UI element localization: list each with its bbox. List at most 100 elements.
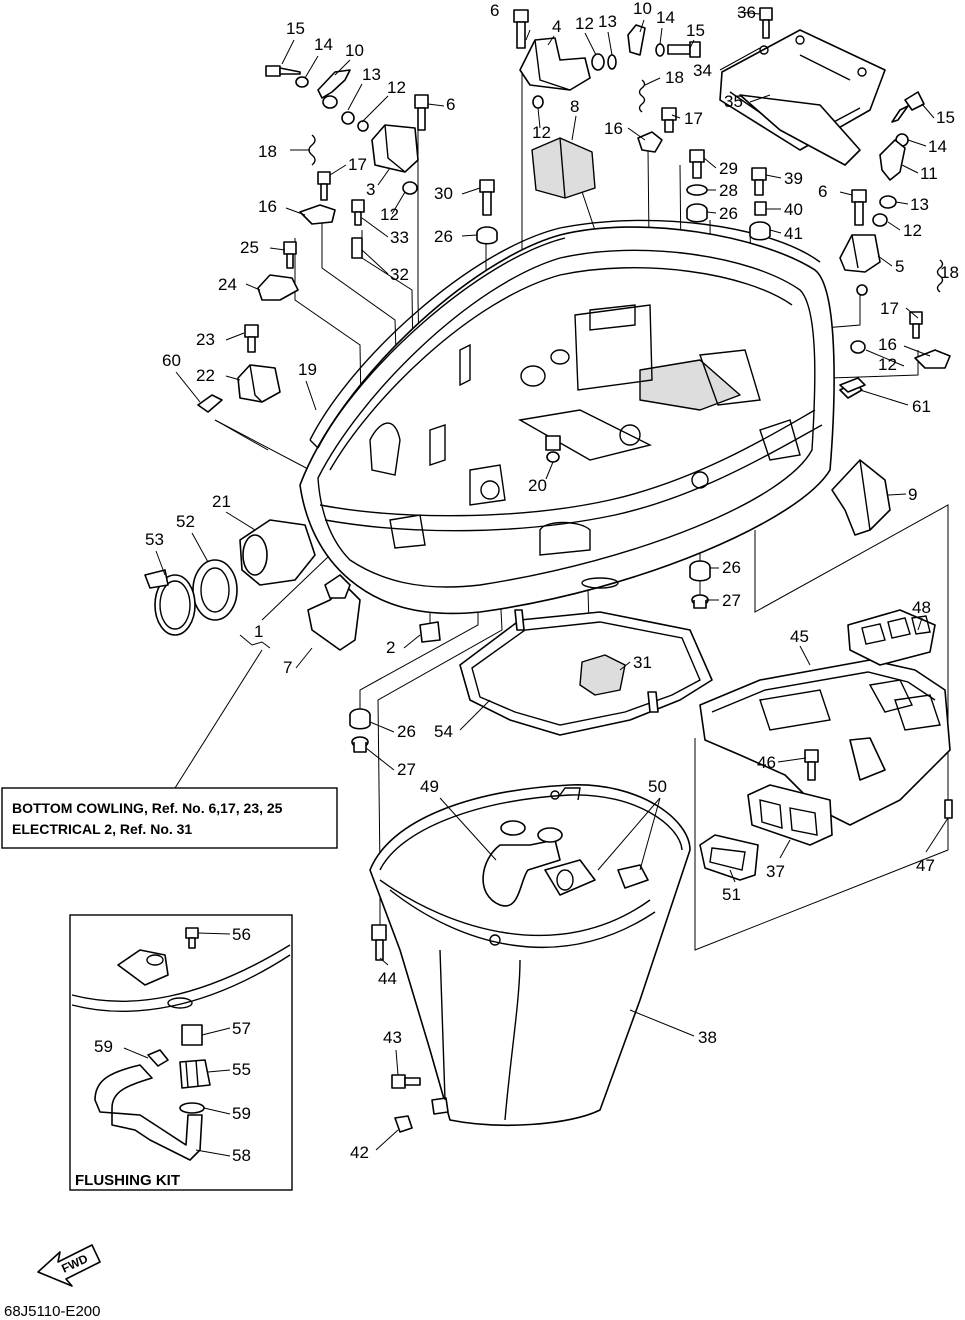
callout-16: 16 [878,335,897,354]
callout-16: 16 [258,197,277,216]
callout-39: 39 [784,169,803,188]
callout-40: 40 [784,200,803,219]
callout-37: 37 [766,862,785,881]
callout-12: 12 [387,78,406,97]
callout-1: 1 [254,622,263,641]
misc-small [545,377,866,463]
callout-44: 44 [378,969,397,988]
callout-10: 10 [345,41,364,60]
callout-17: 17 [880,299,899,318]
callout-46: 46 [757,753,776,772]
callout-14: 14 [314,35,333,54]
callout-10: 10 [633,0,652,18]
callout-4: 4 [552,17,561,36]
callout-17: 17 [348,155,367,174]
callout-53: 53 [145,530,164,549]
cowling-gasket [459,609,713,736]
callout-17: 17 [684,109,703,128]
top-right-plate [719,7,886,166]
callout-30: 30 [434,184,453,203]
callout-32: 32 [390,265,409,284]
callout-20: 20 [528,476,547,495]
callout-26: 26 [719,204,738,223]
callout-12: 12 [878,355,897,374]
callout-9: 9 [908,485,917,504]
callout-7: 7 [283,658,292,677]
callout-48: 48 [912,598,931,617]
callout-14: 14 [656,8,675,27]
callout-55: 55 [232,1060,251,1079]
callout-18: 18 [665,68,684,87]
callout-52: 52 [176,512,195,531]
callout-50: 50 [648,777,667,796]
callout-26: 26 [397,722,416,741]
top-center-parts [476,9,771,245]
callout-2: 2 [386,638,395,657]
reference-line-2: ELECTRICAL 2, Ref. No. 31 [12,821,192,837]
lower-cowling [369,784,691,1126]
callout-35: 35 [724,92,743,111]
callout-numbers: 15 14 10 13 12 6 18 17 3 12 16 33 25 32 … [94,0,959,1165]
callout-27: 27 [722,591,741,610]
callout-51: 51 [722,885,741,904]
callout-6: 6 [818,182,827,201]
callout-23: 23 [196,330,215,349]
mount-plate [699,609,953,881]
latch-9 [831,459,891,536]
callout-11: 11 [920,164,938,183]
callout-60: 60 [162,351,181,370]
callout-13: 13 [362,65,381,84]
reference-line-1: BOTTOM COWLING, Ref. No. 6,17, 23, 25 [12,800,283,816]
grommets [349,560,711,753]
callout-19: 19 [298,360,317,379]
callout-59: 59 [94,1037,113,1056]
callout-26: 26 [434,227,453,246]
callout-6: 6 [446,95,455,114]
callout-27: 27 [397,760,416,779]
callout-13: 13 [910,195,929,214]
callout-12: 12 [575,14,594,33]
callout-59: 59 [232,1104,251,1123]
callout-18: 18 [940,263,959,282]
right-latch-parts [839,91,951,399]
callout-24: 24 [218,275,237,294]
forward-arrow: FWD [37,1244,101,1287]
callout-15: 15 [286,19,305,38]
callout-12: 12 [903,221,922,240]
callout-49: 49 [420,777,439,796]
callout-15: 15 [936,108,955,127]
callout-47: 47 [916,856,935,875]
callout-54: 54 [434,722,453,741]
intake-fittings [144,519,441,651]
callout-21: 21 [212,492,231,511]
callout-25: 25 [240,238,259,257]
callout-12: 12 [532,123,551,142]
callout-14: 14 [928,137,947,156]
callout-43: 43 [383,1028,402,1047]
callout-42: 42 [350,1143,369,1162]
callout-18: 18 [258,142,277,161]
callout-45: 45 [790,627,809,646]
callout-58: 58 [232,1146,251,1165]
callout-29: 29 [719,159,738,178]
callout-61: 61 [912,397,931,416]
callout-38: 38 [698,1028,717,1047]
callout-33: 33 [390,228,409,247]
callout-22: 22 [196,366,215,385]
callout-56: 56 [232,925,251,944]
callout-26: 26 [722,558,741,577]
callout-6: 6 [490,1,499,20]
reference-box: BOTTOM COWLING, Ref. No. 6,17, 23, 25 EL… [1,634,338,849]
lower-hardware [371,924,421,1133]
left-latch-parts [197,65,429,413]
callout-8: 8 [570,97,579,116]
callout-16: 16 [604,119,623,138]
flushing-kit-inset: FLUSHING KIT [69,914,293,1191]
callout-5: 5 [895,257,904,276]
callout-13: 13 [598,12,617,31]
callout-57: 57 [232,1019,251,1038]
drawing-code: 68J5110-E200 [4,1303,100,1320]
bottom-cowling-tray [299,226,835,615]
callout-41: 41 [784,224,803,243]
